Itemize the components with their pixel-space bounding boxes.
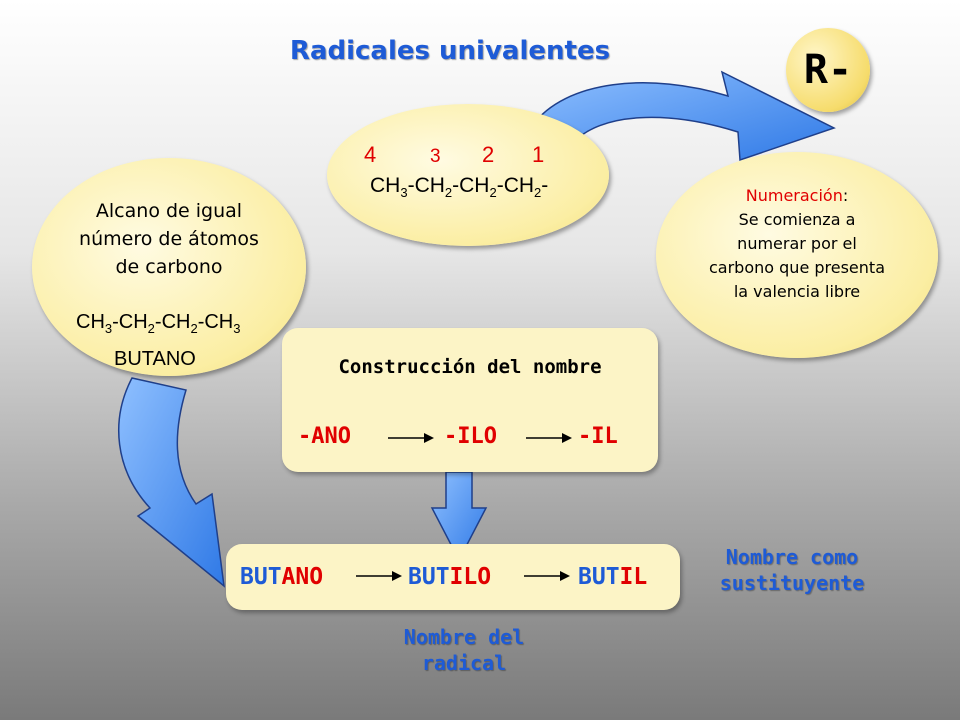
curved-arrow-top xyxy=(530,70,836,162)
caption-sustituyente: Nombre como sustituyente xyxy=(719,545,865,595)
arrow-right-icon xyxy=(524,571,570,581)
suffix-ano: -ANO xyxy=(298,424,351,449)
carbon-number-3: 3 xyxy=(430,146,441,167)
alkane-name: BUTANO xyxy=(114,348,196,370)
numeracion-description: Numeración: Se comienza a numerar por el… xyxy=(709,186,885,301)
radical-formula: CH3-CH2-CH2-CH2- xyxy=(370,174,549,201)
radical-formula-ellipse xyxy=(327,104,609,246)
arrow-right-icon xyxy=(388,433,434,443)
radical-badge: R- xyxy=(786,28,870,112)
alkane-description: Alcano de igual número de átomos de carb… xyxy=(79,200,259,278)
page-title: Radicales univalentes xyxy=(289,36,611,66)
arrow-right-icon xyxy=(526,433,572,443)
alkane-formula: CH3-CH2-CH2-CH3 xyxy=(76,311,241,336)
name-butil: BUTIL xyxy=(578,564,648,590)
curved-arrow-left xyxy=(118,377,225,588)
numeracion-ellipse xyxy=(656,152,938,358)
carbon-number-2: 2 xyxy=(482,142,495,167)
suffix-il: -IL xyxy=(578,424,618,449)
down-arrow xyxy=(430,471,488,562)
construction-box xyxy=(282,328,658,472)
arrow-right-icon xyxy=(356,571,402,581)
name-butilo: BUTILO xyxy=(408,564,492,590)
name-butano: BUTANO xyxy=(240,564,324,590)
caption-radical: Nombre del radical xyxy=(403,625,525,675)
carbon-number-4: 4 xyxy=(364,142,377,167)
numeracion-label: Numeración xyxy=(745,186,843,205)
names-box xyxy=(226,544,680,610)
carbon-number-1: 1 xyxy=(532,142,545,167)
alkane-ellipse xyxy=(32,158,306,376)
suffix-ilo: -ILO xyxy=(444,424,497,449)
construction-title: Construcción del nombre xyxy=(338,356,602,378)
